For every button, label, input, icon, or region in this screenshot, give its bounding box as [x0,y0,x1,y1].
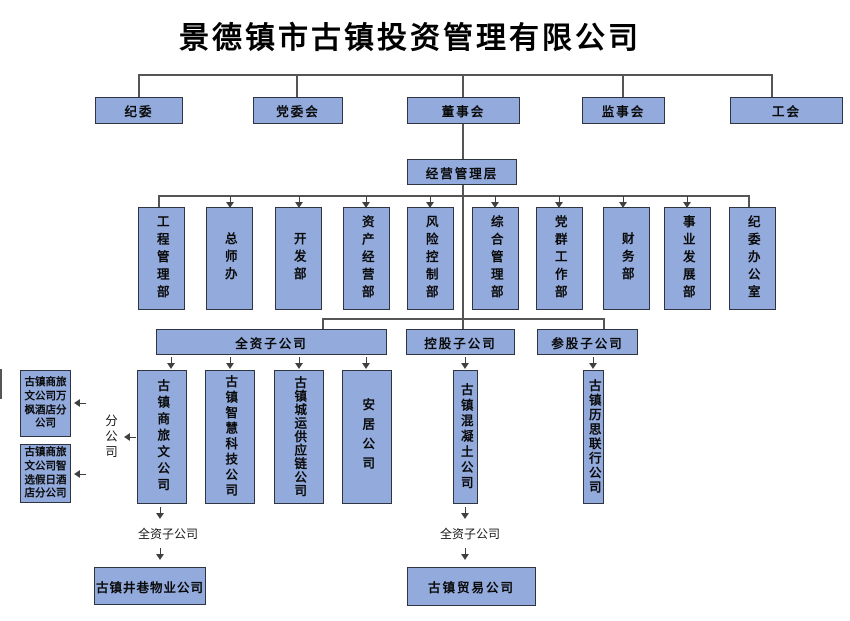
box-label: 总师办 [222,232,237,285]
down-arrow-icon [683,196,692,208]
box-label: 资产经营部 [359,214,374,303]
connector-category-hline [322,318,605,320]
box-labor-union: 工会 [730,97,843,124]
down-arrow-icon [589,357,598,369]
left-arrow-icon [74,470,86,479]
box-holiday-inn-branch: 古镇商旅文公司智选假日酒店分公司 [20,444,71,503]
box-label: 综合管理部 [488,214,503,303]
down-arrow-icon [461,357,470,369]
box-chief-engineer-office: 总师办 [206,207,253,310]
box-risk-control-dept: 风险控制部 [407,207,454,310]
box-anju-co: 安居公司 [342,370,392,504]
box-label: 事业发展部 [680,214,695,303]
branch-label: 分公司 [103,414,117,461]
connector-mgmt-spine [462,185,464,329]
box-label: 工会 [771,105,801,119]
box-label: 古镇商旅文公司智选假日酒店分公司 [24,446,67,500]
box-label: 控股子公司 [424,336,497,351]
connector-drop-jianshihui [622,74,624,97]
box-party-affairs-dept: 党群工作部 [536,207,583,310]
box-supervisory-board: 监事会 [582,97,665,124]
box-smart-tech-co: 古镇智慧科技公司 [205,370,255,504]
down-arrow-icon [295,357,304,369]
box-engineering-dept: 工程管理部 [138,207,185,310]
down-arrow-icon [167,357,176,369]
down-arrow-icon [295,196,304,208]
box-label: 风险控制部 [423,214,438,303]
box-label: 古镇商旅文公司万枫酒店分公司 [24,376,67,430]
box-label: 董事会 [441,105,486,119]
connector-drop-jiwei [138,74,140,97]
box-wholly-owned-category: 全资子公司 [156,329,387,355]
wholly-owned-label: 全资子公司 [439,527,500,541]
down-arrow-icon [619,196,628,208]
connector-drop-dangweihui [296,74,298,97]
box-concrete-co: 古镇混凝土公司 [453,370,478,504]
chart-title: 景德镇市古镇投资管理有限公司 [179,22,641,55]
box-trade-co: 古镇贸易公司 [407,567,536,606]
wholly-owned-label: 全资子公司 [137,527,198,541]
box-label: 全资子公司 [235,336,308,351]
connector-drop-dongshihui [462,74,464,97]
box-asset-operation-dept: 资产经营部 [343,207,390,310]
down-arrow-icon [156,548,165,560]
box-board-of-directors: 董事会 [407,97,520,124]
down-arrow-icon [491,196,500,208]
connector-dept-elbow-right [748,195,750,207]
connector-top-hline [139,74,773,76]
box-label: 纪委 [124,105,154,119]
box-label: 古镇井巷物业公司 [95,580,204,595]
connector-category-elbow-left [322,318,324,329]
down-arrow-icon [156,507,165,519]
box-label: 开发部 [291,232,306,285]
box-business-development-dept: 事业发展部 [664,207,711,310]
box-party-committee: 党委会 [253,97,343,124]
box-culture-tourism-co: 古镇商旅文公司 [137,370,187,504]
box-label: 监事会 [601,105,646,119]
connector-dept-elbow-left [158,195,160,207]
connector-edge-clipped [0,369,2,399]
left-arrow-icon [74,399,86,408]
box-label: 古镇混凝土公司 [458,382,473,492]
connector-dept-hline [158,195,750,197]
box-label: 古镇城运供应链公司 [292,376,307,498]
down-arrow-icon [362,196,371,208]
connector-category-elbow-right [603,318,605,329]
down-arrow-icon [362,357,371,369]
down-arrow-icon [555,196,564,208]
box-label: 安居公司 [360,398,375,476]
box-label: 古镇商旅文公司 [155,379,170,495]
box-development-dept: 开发部 [275,207,322,310]
down-arrow-icon [226,196,235,208]
box-label: 古镇贸易公司 [427,581,515,595]
box-holding-category: 控股子公司 [406,329,515,355]
box-label: 经营管理层 [425,166,499,181]
down-arrow-icon [226,357,235,369]
box-label: 古镇智慧科技公司 [223,375,238,499]
box-label: 纪委办公室 [745,214,760,303]
box-label: 财务部 [619,232,634,285]
box-label: 工程管理部 [154,214,169,303]
box-equity-category: 参股子公司 [537,329,638,355]
left-arrow-icon [124,433,136,442]
box-label: 党群工作部 [552,214,567,303]
box-management-layer: 经营管理层 [407,159,517,185]
connector-drop-gonghui [771,74,773,97]
box-jingxiang-property-co: 古镇井巷物业公司 [94,567,206,605]
connector-board-to-mgmt [462,124,464,159]
box-discipline-office: 纪委办公室 [729,207,776,310]
box-label: 党委会 [276,105,320,119]
down-arrow-icon [461,507,470,519]
box-supply-chain-co: 古镇城运供应链公司 [274,370,324,504]
box-wanfeng-hotel-branch: 古镇商旅文公司万枫酒店分公司 [20,370,71,437]
box-discipline-committee: 纪委 [95,97,183,124]
down-arrow-icon [426,196,435,208]
box-lisi-lianhang-co: 古镇历思联行公司 [583,370,604,504]
box-general-management-dept: 综合管理部 [472,207,519,310]
down-arrow-icon [461,548,470,560]
box-label: 古镇历思联行公司 [586,379,601,495]
box-finance-dept: 财务部 [603,207,650,310]
box-label: 参股子公司 [551,336,624,351]
